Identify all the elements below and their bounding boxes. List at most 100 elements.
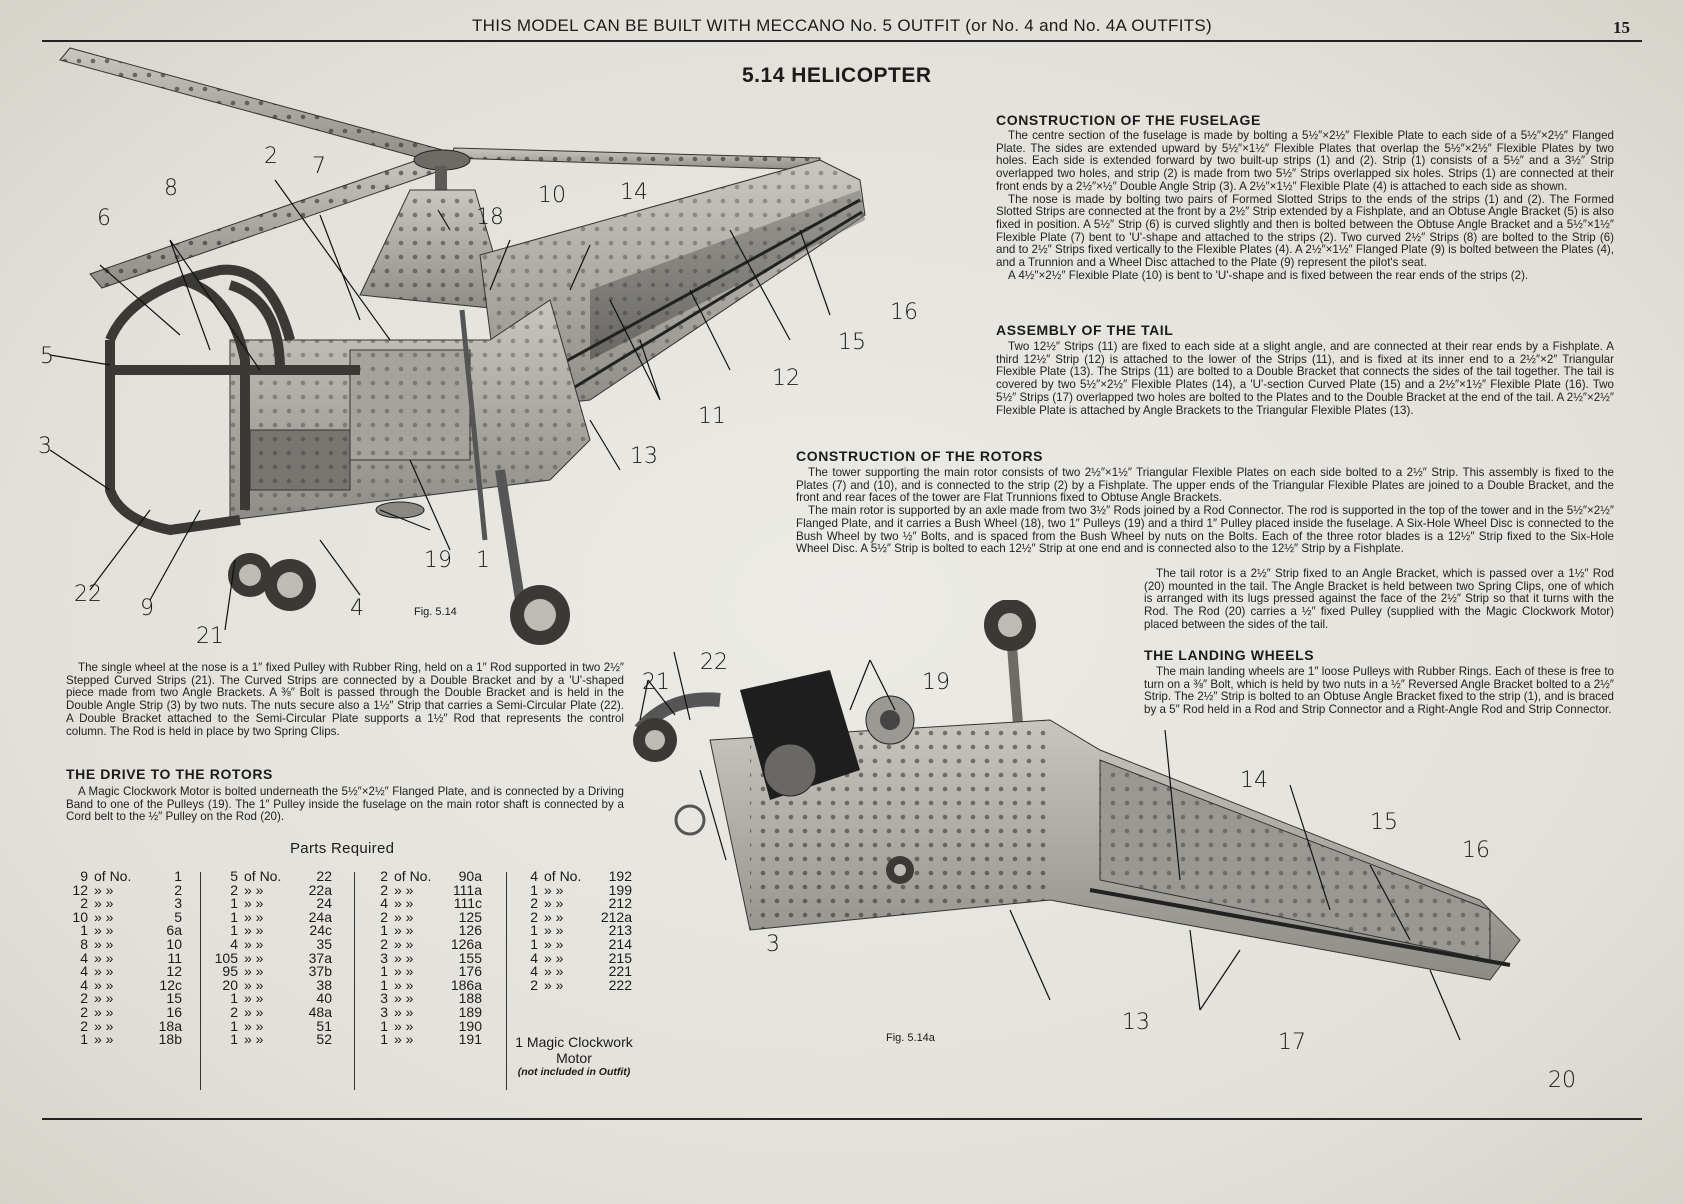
fuselage	[229, 299, 591, 521]
parts-number: 24a	[308, 908, 332, 925]
parts-quantity: 2	[80, 895, 88, 912]
parts-number: 3	[174, 895, 182, 912]
parts-number: 215	[608, 949, 632, 966]
landing-paragraph: The main landing wheels are 1″ loose Pul…	[1144, 665, 1614, 717]
parts-label: » »	[94, 935, 114, 952]
parts-label: » »	[544, 963, 564, 980]
parts-quantity: 1	[530, 935, 538, 952]
parts-row: 4» »11	[58, 949, 182, 966]
fig1-callout-7: 7	[312, 154, 326, 179]
parts-label: » »	[244, 963, 264, 980]
parts-number: 90a	[458, 868, 482, 884]
fig2-callout-15: 15	[1370, 810, 1398, 835]
nose-wheel-paragraph: The single wheel at the nose is a 1″ fix…	[66, 661, 624, 738]
parts-quantity: 2	[380, 881, 388, 898]
parts-row: 4» »12c	[58, 976, 182, 993]
fig2-callout-21: 21	[642, 670, 670, 695]
fig2-callout-13: 13	[1122, 1010, 1150, 1035]
parts-label: » »	[544, 935, 564, 952]
parts-label: » »	[244, 895, 264, 912]
drive-text: A Magic Clockwork Motor is bolted undern…	[66, 785, 624, 824]
parts-row: 2» »22a	[208, 881, 332, 898]
parts-quantity: 1	[230, 895, 238, 912]
tail-boom	[479, 159, 866, 411]
parts-label: » »	[394, 935, 414, 952]
parts-number: 213	[608, 922, 632, 939]
parts-row: 10» »5	[58, 910, 182, 925]
parts-label: » »	[394, 1017, 414, 1034]
landing-wheels	[228, 309, 570, 645]
fig2-callout-16: 16	[1462, 838, 1490, 863]
parts-row: 1» »24a	[208, 908, 332, 925]
rotors-heading: CONSTRUCTION OF THE ROTORS	[796, 448, 1044, 464]
parts-quantity: 8	[80, 935, 88, 952]
parts-row: 1» »51	[208, 1019, 332, 1034]
fuselage-text: The centre section of the fuselage is ma…	[996, 129, 1614, 282]
parts-label: » »	[94, 949, 114, 966]
tail-rotor-text: The tail rotor is a 2½″ Strip fixed to a…	[1144, 567, 1614, 632]
parts-quantity: 2	[380, 868, 388, 884]
parts-row: 2» »212	[508, 896, 632, 911]
parts-row: 1» »186a	[358, 976, 482, 993]
parts-number: 126a	[450, 935, 482, 952]
parts-row: 4» »221	[508, 963, 632, 980]
fig1-callout-6: 6	[97, 206, 111, 231]
landing-text: The main landing wheels are 1″ loose Pul…	[1144, 665, 1614, 717]
tail-heading: ASSEMBLY OF THE TAIL	[996, 322, 1174, 338]
fuselage-paragraph: The nose is made by bolting two pairs of…	[996, 192, 1614, 270]
parts-label: » »	[544, 908, 564, 925]
fig1-callout-14: 14	[620, 180, 648, 205]
model-title: 5.14 HELICOPTER	[742, 64, 932, 87]
parts-number: 221	[608, 963, 632, 980]
parts-row: 1» »176	[358, 963, 482, 980]
parts-label: » »	[244, 976, 264, 993]
parts-title: Parts Required	[290, 840, 395, 857]
parts-quantity: 1	[380, 976, 388, 993]
parts-label: » »	[394, 949, 414, 966]
parts-quantity: 3	[380, 949, 388, 966]
parts-number: 24c	[309, 922, 332, 939]
parts-label: » »	[94, 1003, 114, 1020]
fig1-callout-11: 11	[698, 404, 726, 429]
parts-number: 126	[458, 922, 482, 939]
header-rule	[42, 40, 1642, 42]
rotors-paragraph: The tower supporting the main rotor cons…	[796, 466, 1614, 505]
fig1-callout-16: 16	[890, 300, 918, 325]
parts-quantity: 9	[80, 868, 88, 884]
parts-label: of No.	[394, 868, 432, 884]
parts-row: 3» »189	[358, 1005, 482, 1020]
parts-label: » »	[394, 908, 414, 925]
parts-row: 1» »213	[508, 924, 632, 938]
clockwork-motor	[740, 670, 915, 800]
parts-label: » »	[94, 963, 114, 980]
parts-label: » »	[94, 976, 114, 993]
parts-quantity: 1	[230, 908, 238, 925]
parts-label: » »	[394, 963, 414, 980]
parts-row: 3 » » 155	[358, 949, 482, 966]
parts-number: 52	[316, 1031, 332, 1048]
parts-number: 155	[458, 949, 482, 966]
parts-row: 1» »52	[208, 1031, 332, 1048]
parts-row: 1» »6a	[58, 924, 182, 938]
drive-heading: THE DRIVE TO THE ROTORS	[66, 766, 273, 782]
parts-label: » »	[394, 922, 414, 939]
parts-label: » »	[94, 1017, 114, 1034]
fig1-callout-18: 18	[476, 205, 504, 230]
fig1-callout-9: 9	[140, 596, 154, 621]
fig1-callout-2: 2	[264, 144, 278, 169]
parts-quantity: 4	[230, 935, 238, 952]
parts-row: 2» »222	[508, 978, 632, 993]
parts-row: 2» »125	[358, 908, 482, 925]
parts-quantity: 2	[230, 881, 238, 898]
parts-label: » »	[94, 895, 114, 912]
parts-quantity: 1	[530, 922, 538, 939]
parts-row: 1» »190	[358, 1017, 482, 1034]
parts-divider	[200, 872, 201, 1090]
nose-wheel-text: The single wheel at the nose is a 1″ fix…	[66, 661, 624, 738]
parts-number: 199	[608, 881, 632, 898]
parts-number: 125	[458, 908, 482, 925]
